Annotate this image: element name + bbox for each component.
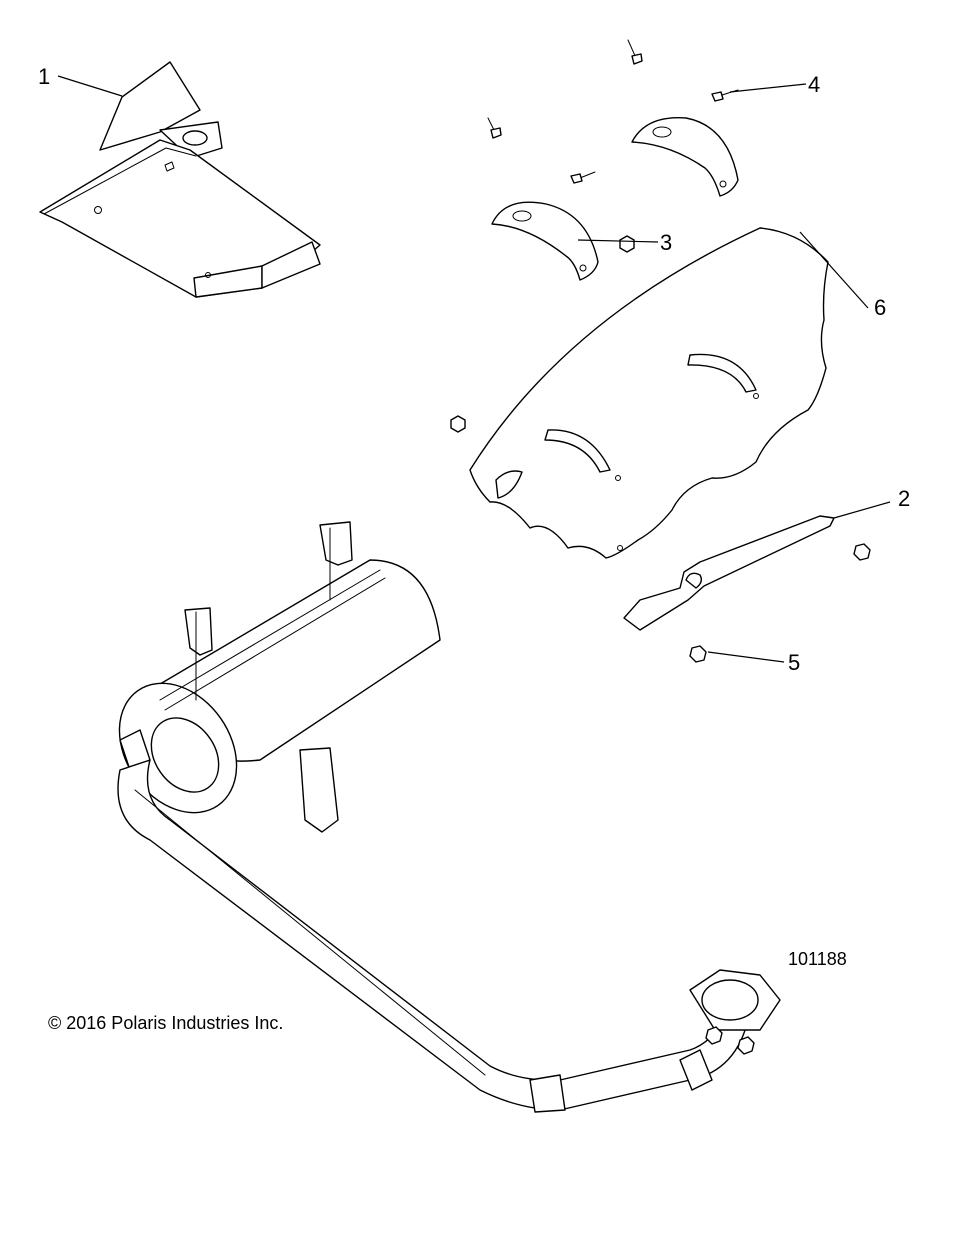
part-4-screws — [487, 39, 739, 184]
part-6-large-heat-shield — [450, 227, 829, 559]
callout-4: 4 — [808, 72, 820, 97]
part-2-mounting-bracket — [623, 515, 871, 663]
drawing-number: 101188 — [788, 949, 847, 969]
leader-lines — [57, 75, 891, 663]
callout-2: 2 — [898, 486, 910, 511]
part-1-heat-shield-bracket — [39, 61, 321, 298]
part-3-heat-shields — [491, 117, 739, 281]
callout-3: 3 — [660, 230, 672, 255]
copyright-notice: © 2016 Polaris Industries Inc. — [48, 1013, 284, 1033]
callout-5: 5 — [788, 650, 800, 675]
callout-labels: 1 2 3 4 5 6 — [38, 64, 910, 675]
muffler-assembly — [118, 521, 441, 833]
exhaust-pipe — [117, 759, 781, 1113]
callout-1: 1 — [38, 64, 50, 89]
callout-6: 6 — [874, 295, 886, 320]
